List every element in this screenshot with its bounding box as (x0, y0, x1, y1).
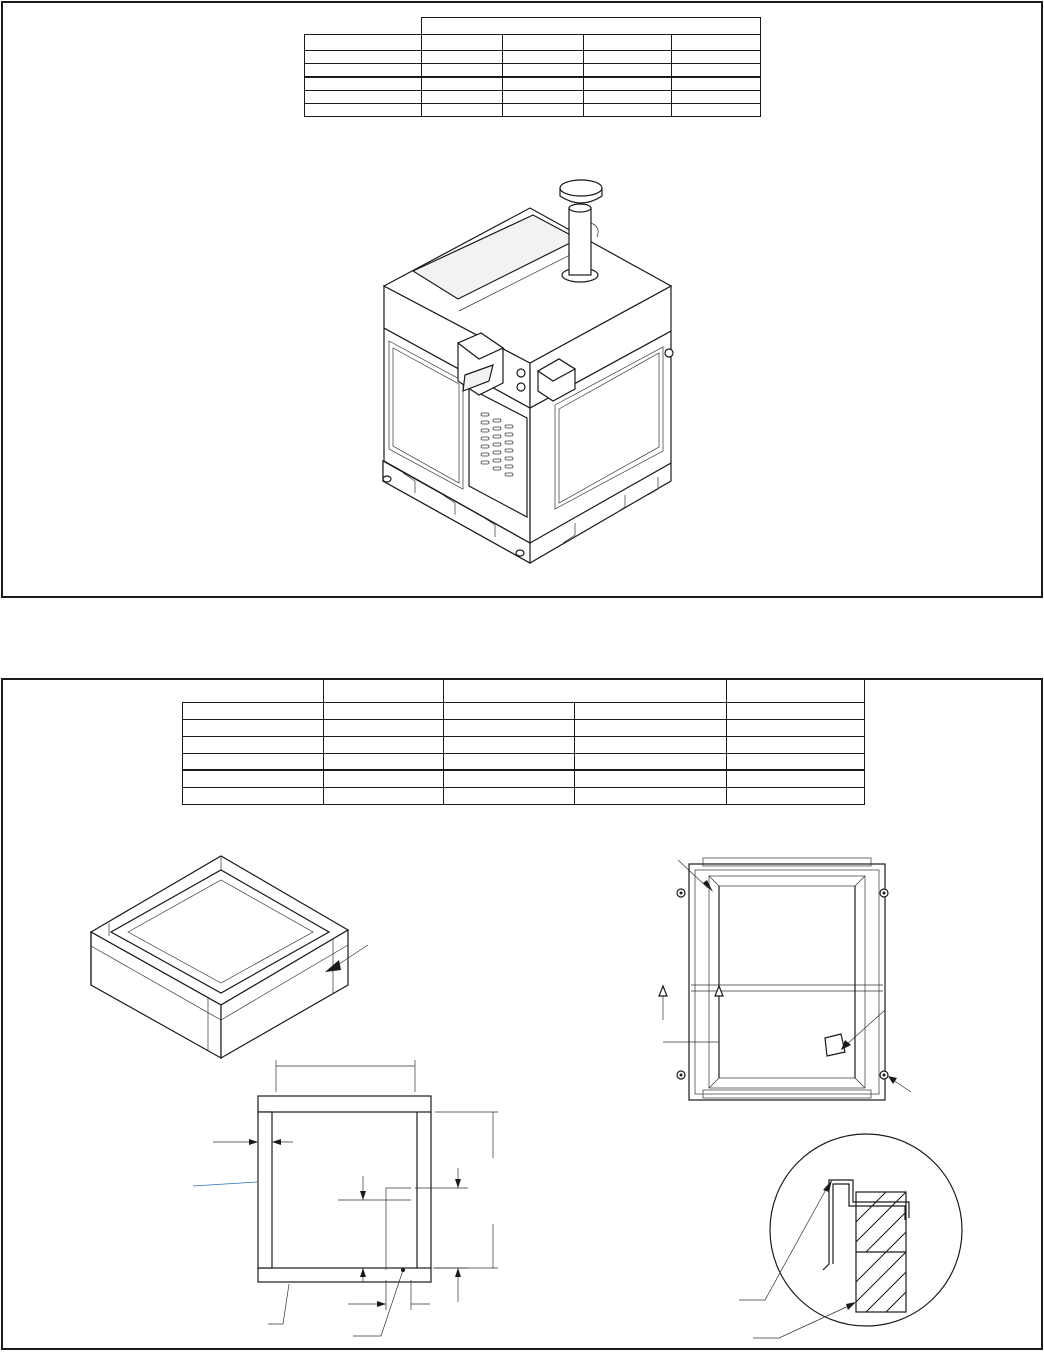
left-door-panel (388, 340, 464, 490)
indicator-button (516, 382, 526, 392)
base-skid (382, 459, 672, 565)
frame-isometric-drawing (89, 855, 350, 1060)
leveling-foot (382, 475, 392, 483)
unit-isometric-drawing (382, 179, 674, 565)
table-row (304, 103, 761, 117)
right-door-panel (554, 346, 664, 510)
table-row (304, 90, 761, 104)
flue-stack (559, 179, 603, 283)
top-spec-table (304, 17, 761, 117)
louvered-panel (468, 387, 528, 519)
control-box-right (536, 358, 577, 402)
table-row (182, 786, 865, 805)
leveling-foot (515, 549, 525, 557)
bottom-spec-table (182, 680, 865, 805)
table-row (304, 50, 761, 64)
table-row (182, 735, 865, 754)
drain-box (824, 1033, 846, 1057)
section-detail-circle (739, 1133, 963, 1339)
base-frame-drawings (89, 855, 963, 1339)
frame-callout-leader (325, 944, 369, 972)
control-box-left (456, 332, 505, 396)
side-connector (664, 348, 674, 358)
bottom-figure-panel (1, 678, 1043, 1350)
base-top-view (658, 857, 912, 1101)
table-row (304, 63, 761, 78)
table-row (182, 718, 865, 737)
frame-plan-view (192, 1060, 498, 1337)
table-row (182, 752, 865, 771)
top-figure-panel (1, 1, 1043, 598)
louver-slots (480, 412, 514, 477)
table-row (304, 34, 761, 51)
table-row (182, 701, 865, 720)
indicator-button (516, 368, 526, 378)
